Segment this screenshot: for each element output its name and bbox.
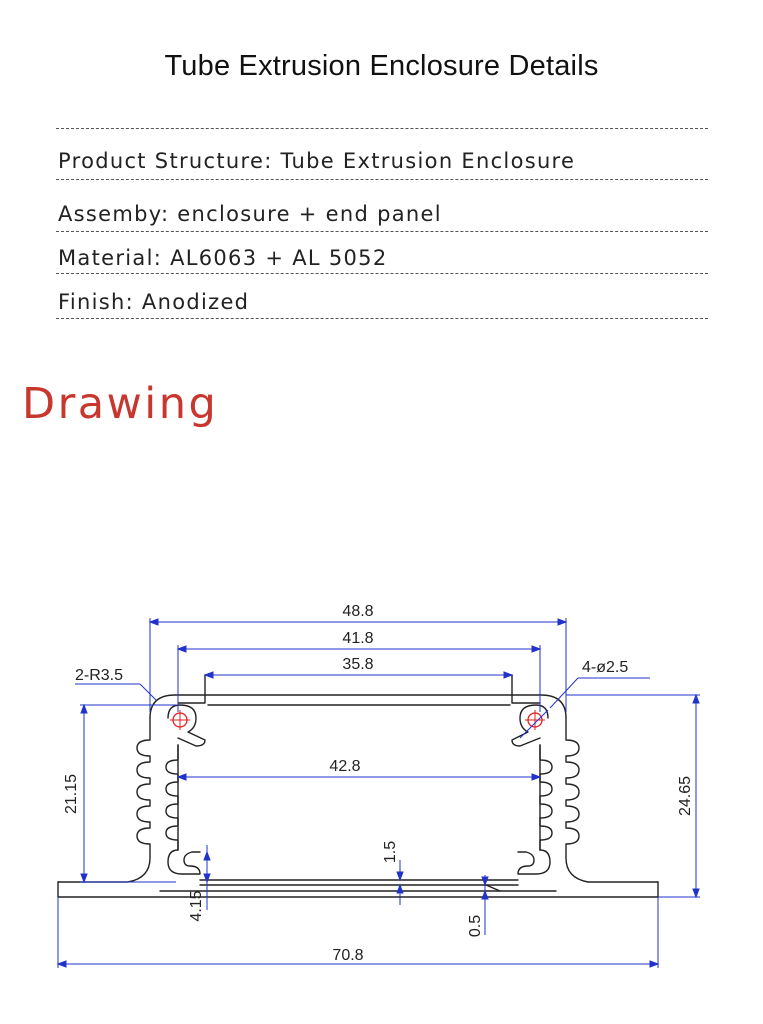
- dim-right-height: 24.65: [677, 776, 694, 816]
- dim-plate-thickness: 0.5: [467, 915, 484, 937]
- spec-product-structure: Product Structure: Tube Extrusion Enclos…: [56, 129, 708, 180]
- dim-slot-depth: 1.5: [382, 841, 399, 863]
- base-plate-bottom: [57, 881, 659, 898]
- base-step: [485, 884, 501, 892]
- dim-base-width: 70.8: [332, 947, 363, 964]
- right-outer-fins: [565, 717, 659, 883]
- right-hole-boss: [511, 704, 549, 747]
- dim-top-width: 35.8: [342, 656, 373, 673]
- dim-holes: 4-ø2.5: [582, 659, 628, 676]
- dim-overall-width: 48.8: [342, 603, 373, 620]
- spec-list: Product Structure: Tube Extrusion Enclos…: [56, 128, 708, 319]
- left-inner-fins: [165, 744, 179, 851]
- profile-outline: [57, 674, 659, 898]
- dim-corner-radius: 2-R3.5: [75, 667, 123, 684]
- spec-assembly: Assemby: enclosure + end panel: [56, 180, 708, 232]
- right-lower-hook: [517, 849, 551, 875]
- top-recess-left: [177, 674, 206, 704]
- dimension-lines: [56, 618, 700, 968]
- right-inner-fins: [539, 744, 553, 851]
- page-title: Tube Extrusion Enclosure Details: [164, 50, 599, 82]
- drawing-heading: Drawing: [22, 379, 219, 429]
- left-lower-hook: [167, 849, 201, 875]
- dim-left-height: 21.15: [63, 774, 80, 814]
- spec-material: Material: AL6063 + AL 5052: [56, 232, 708, 274]
- dim-base-thickness: 4.15: [188, 890, 205, 921]
- left-hole-boss: [167, 704, 206, 747]
- spec-finish: Finish: Anodized: [56, 274, 708, 319]
- dim-inner-width: 41.8: [342, 630, 373, 647]
- mounting-holes: [170, 710, 545, 730]
- top-wall-outer: [149, 694, 567, 719]
- dim-cavity-width: 42.8: [329, 758, 360, 775]
- top-recess-right: [511, 674, 541, 704]
- left-outer-fins: [57, 717, 151, 883]
